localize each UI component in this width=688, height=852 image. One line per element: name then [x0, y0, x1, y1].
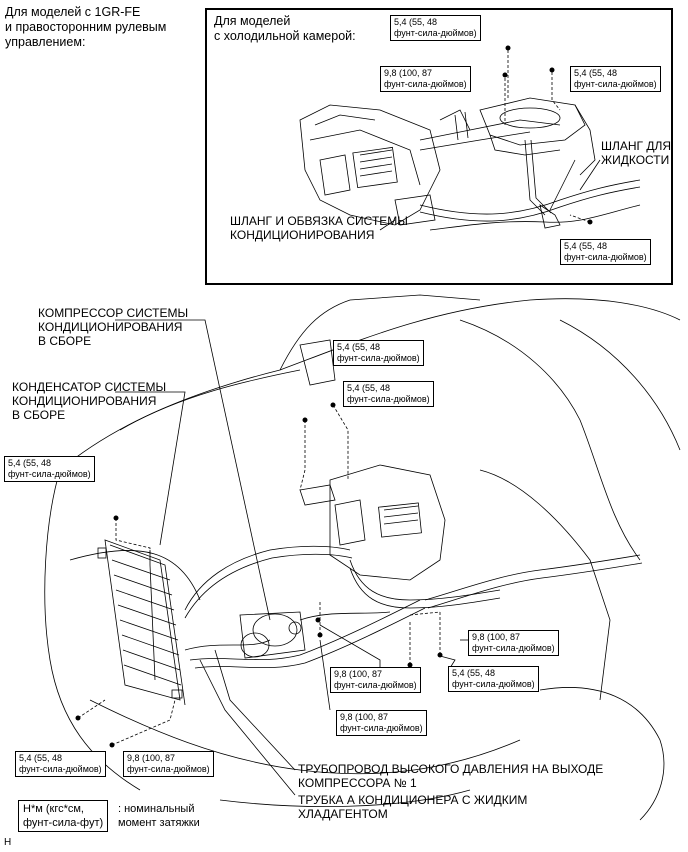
main-torque-box-2: 5,4 (55, 48 фунт-сила-дюймов) [343, 381, 434, 407]
main-torque-box-8: 5,4 (55, 48 фунт-сила-дюймов) [15, 751, 106, 777]
header-line-1: Для моделей с 1GR-FE [5, 5, 141, 19]
torque-unit: фунт-сила-дюймов) [8, 469, 91, 479]
torque-unit: фунт-сила-дюймов) [334, 680, 417, 690]
inset-torque-box-4: 5,4 (55, 48 фунт-сила-дюймов) [560, 239, 651, 265]
hvac-unit-main [299, 464, 446, 581]
torque-unit: фунт-сила-дюймов) [347, 394, 430, 404]
inset-hvac-unit [299, 104, 441, 226]
car-body [44, 294, 681, 821]
torque-value: 5,4 (55, 48 [19, 753, 63, 763]
torque-value: 9,8 (100, 87 [384, 68, 433, 78]
condenser-drawing [97, 539, 186, 706]
corner-mark: H [4, 837, 12, 848]
condenser-label-line-1: КОНДЕНСАТОР СИСТЕМЫ [12, 380, 167, 394]
condenser-label-line-2: КОНДИЦИОНИРОВАНИЯ [12, 394, 157, 408]
torque-value: 9,8 (100, 87 [340, 712, 389, 722]
inset-torque-box-2: 9,8 (100, 87 фунт-сила-дюймов) [380, 66, 471, 92]
header-line-3: управлением: [5, 35, 86, 49]
torque-unit: фунт-сила-дюймов) [564, 252, 647, 262]
torque-value: 9,8 (100, 87 [127, 753, 176, 763]
inset-liquid-hose-line-2: ЖИДКОСТИ [601, 153, 670, 167]
torque-value: 9,8 (100, 87 [334, 669, 383, 679]
condenser-label-line-3: В СБОРЕ [12, 408, 66, 422]
inset-title-line-2: с холодильной камерой: [214, 29, 356, 43]
inset-torque-box-1: 5,4 (55, 48 фунт-сила-дюймов) [390, 15, 481, 41]
inset-torque-box-3: 5,4 (55, 48 фунт-сила-дюймов) [570, 66, 661, 92]
legend-unit-line: Н*м (кгс*см, [23, 803, 84, 815]
inset-hose-assembly-line-1: ШЛАНГ И ОБВЯЗКА СИСТЕМЫ [230, 214, 408, 228]
compressor-drawing [239, 611, 306, 659]
torque-value: 5,4 (55, 48 [347, 383, 391, 393]
inset-title-line-1: Для моделей [214, 14, 291, 28]
torque-value: 5,4 (55, 48 [394, 17, 438, 27]
main-torque-box-4: 9,8 (100, 87 фунт-сила-дюймов) [468, 630, 559, 656]
torque-value: 5,4 (55, 48 [337, 342, 381, 352]
compressor-label-line-3: В СБОРЕ [38, 334, 92, 348]
liquid-tube-label-line-1: ТРУБКА А КОНДИЦИОНЕРА С ЖИДКИМ [298, 793, 528, 807]
torque-unit: фунт-сила-дюймов) [19, 764, 102, 774]
inset-cold-box [479, 97, 596, 176]
discharge-pipe-label-line-2: КОМПРЕССОРА № 1 [298, 776, 417, 790]
torque-value: 5,4 (55, 48 [574, 68, 618, 78]
torque-unit: фунт-сила-дюймов) [340, 723, 423, 733]
liquid-tube-label-line-2: ХЛАДАГЕНТОМ [298, 807, 388, 821]
inset-frame [205, 8, 673, 285]
main-torque-box-3: 5,4 (55, 48 фунт-сила-дюймов) [4, 456, 95, 482]
legend-unit-box: Н*м (кгс*см, фунт-сила-фут) [18, 800, 109, 832]
main-torque-box-7: 9,8 (100, 87 фунт-сила-дюймов) [336, 710, 427, 736]
main-torque-box-9: 9,8 (100, 87 фунт-сила-дюймов) [123, 751, 214, 777]
legend-desc-line-2: момент затяжки [118, 817, 200, 829]
torque-unit: фунт-сила-дюймов) [127, 764, 210, 774]
main-torque-box-6: 9,8 (100, 87 фунт-сила-дюймов) [330, 667, 421, 693]
compressor-label-line-2: КОНДИЦИОНИРОВАНИЯ [38, 320, 183, 334]
torque-unit: фунт-сила-дюймов) [574, 79, 657, 89]
inset-dashboard-beam [419, 109, 561, 151]
torque-unit: фунт-сила-дюймов) [472, 643, 555, 653]
legend-unit-line: фунт-сила-фут) [23, 817, 104, 829]
compressor-label-line-1: КОМПРЕССОР СИСТЕМЫ [38, 306, 189, 320]
inset-pipes [419, 139, 641, 231]
torque-unit: фунт-сила-дюймов) [452, 679, 535, 689]
main-torque-box-5: 5,4 (55, 48 фунт-сила-дюймов) [448, 666, 539, 692]
torque-value: 5,4 (55, 48 [8, 458, 52, 468]
torque-unit: фунт-сила-дюймов) [394, 28, 477, 38]
torque-value: 9,8 (100, 87 [472, 632, 521, 642]
torque-value: 5,4 (55, 48 [564, 241, 608, 251]
discharge-pipe-label-line-1: ТРУБОПРОВОД ВЫСОКОГО ДАВЛЕНИЯ НА ВЫХОДЕ [298, 762, 604, 776]
legend-desc-line-1: : номинальный [118, 803, 195, 815]
torque-unit: фунт-сила-дюймов) [384, 79, 467, 89]
inset-hose-assembly-line-2: КОНДИЦИОНИРОВАНИЯ [230, 228, 375, 242]
refrigerant-pipes [184, 545, 643, 669]
main-torque-box-1: 5,4 (55, 48 фунт-сила-дюймов) [333, 340, 424, 366]
torque-value: 5,4 (55, 48 [452, 668, 496, 678]
inset-liquid-hose-line-1: ШЛАНГ ДЛЯ [601, 139, 672, 153]
torque-unit: фунт-сила-дюймов) [337, 353, 420, 363]
header-line-2: и правосторонним рулевым [5, 20, 167, 34]
